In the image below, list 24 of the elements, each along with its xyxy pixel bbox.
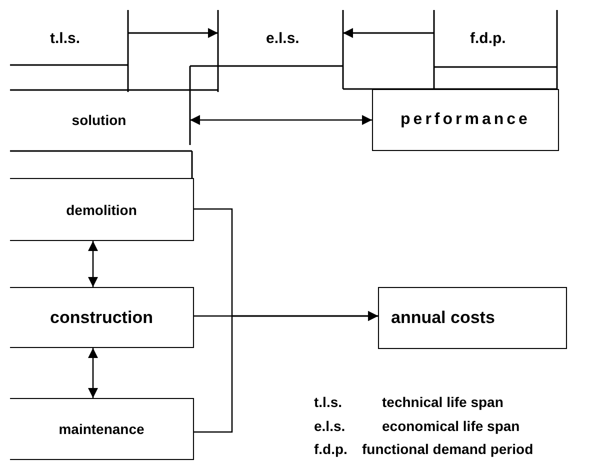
timeline-label: f.d.p.: [470, 30, 506, 47]
timeline-label: e.l.s.: [266, 30, 300, 47]
legend-text: functional demand period: [362, 441, 534, 457]
node-label: demolition: [66, 202, 137, 218]
abbreviation: f.d.p.: [314, 441, 348, 457]
arrow: [88, 241, 98, 287]
arrow: [194, 311, 378, 433]
node-label: annual costs: [391, 308, 495, 328]
abbreviation: e.l.s.: [314, 418, 346, 434]
arrow: [88, 348, 98, 398]
node-label: maintenance: [58, 421, 144, 437]
legend-text: technical life span: [382, 394, 504, 410]
node-label: solution: [72, 112, 126, 128]
process-box: [378, 287, 567, 349]
node-label: construction: [50, 308, 153, 328]
node-label: performance: [400, 111, 530, 129]
legend-text: economical life span: [382, 418, 520, 434]
process-box: [372, 89, 559, 151]
arrow: [190, 115, 372, 125]
process-box: [10, 178, 194, 241]
abbreviation: t.l.s.: [314, 394, 342, 410]
process-box: [10, 398, 194, 460]
process-box: [10, 287, 194, 348]
timeline-label: t.l.s.: [50, 30, 80, 47]
